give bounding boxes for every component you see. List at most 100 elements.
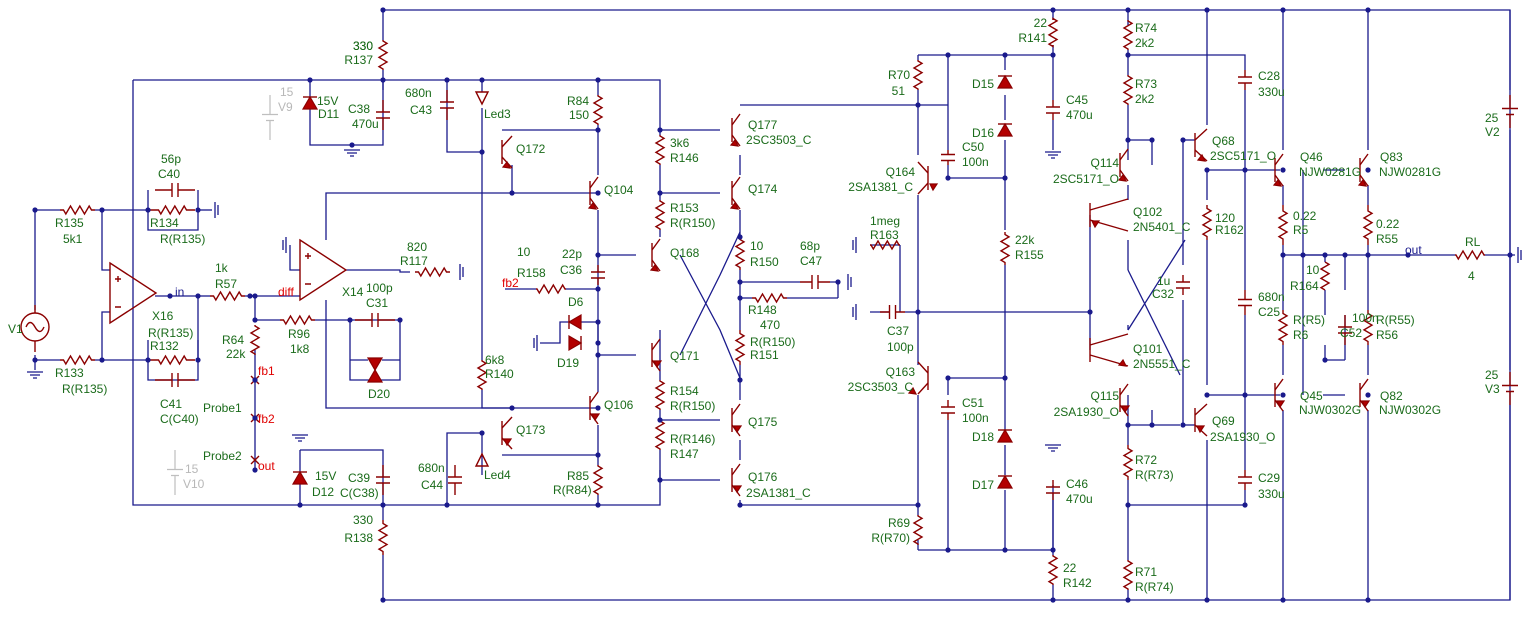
ref-label: R155 — [1015, 248, 1044, 262]
ground-symbol — [852, 237, 857, 253]
ref-label: R138 — [344, 531, 373, 545]
junction-dot — [1204, 7, 1210, 13]
value-label: R(R84) — [553, 483, 592, 497]
transistor-q101 — [1089, 333, 1129, 367]
junction-dot — [1507, 252, 1513, 258]
value-label: 10 — [1306, 263, 1320, 277]
value-label: 22k — [226, 347, 246, 361]
ref-label: Q101 — [1133, 342, 1163, 356]
junction-dot — [1002, 175, 1008, 181]
ref-label: Q82 — [1380, 389, 1403, 403]
value-label: 3k6 — [670, 136, 690, 150]
ref-label: R162 — [1215, 223, 1244, 237]
value-label: 100p — [366, 281, 393, 295]
ref-label: Q174 — [748, 182, 778, 196]
ref-label: V1 — [8, 322, 23, 336]
ref-label: R73 — [1135, 77, 1157, 91]
ref-label: C31 — [366, 296, 388, 310]
ref-label: R71 — [1135, 565, 1157, 579]
resistor-r140 — [476, 360, 488, 390]
ref-label: Q83 — [1380, 150, 1403, 164]
value-label: 2SC3503_C — [848, 380, 914, 394]
zener-diode-d11 — [301, 95, 319, 110]
ref-label: D15 — [972, 77, 994, 91]
value-label: R(R74) — [1135, 580, 1174, 594]
value-label: 68p — [800, 239, 820, 253]
ref-label: Q177 — [748, 118, 778, 132]
junction-dot — [1365, 597, 1371, 603]
value-label: C(C38) — [340, 486, 379, 500]
value-label: 6k8 — [485, 353, 505, 367]
ref-label: R85 — [567, 469, 589, 483]
value-label: 15 — [280, 85, 294, 99]
junction-dot — [380, 597, 386, 603]
battery-v10 — [167, 450, 183, 495]
transistor-q177 — [729, 113, 741, 147]
ref-label: C43 — [410, 103, 432, 117]
junction-dot — [595, 340, 601, 346]
transistor-q45 — [1274, 378, 1286, 412]
resistor-r85 — [592, 465, 604, 495]
value-label: 680n — [1258, 290, 1285, 304]
junction-dot — [915, 309, 921, 315]
ref-label: R133 — [55, 366, 84, 380]
resistor-r162 — [1201, 205, 1213, 240]
junction-dot — [1242, 392, 1248, 398]
ref-label: C28 — [1258, 69, 1280, 83]
value-label: 2k2 — [1135, 36, 1155, 50]
value-label: 470u — [352, 117, 379, 131]
ref-label: R137 — [344, 53, 373, 67]
junction-dot — [737, 502, 743, 508]
ref-label: R72 — [1135, 453, 1157, 467]
value-label: R(R73) — [1135, 468, 1174, 482]
ref-label: C36 — [560, 263, 582, 277]
capacitor-c46 — [1046, 480, 1060, 500]
ref-label: D19 — [557, 356, 579, 370]
ref-label: Q115 — [1091, 389, 1120, 403]
value-label: 2N5551_C — [1133, 357, 1191, 371]
junction-dot — [195, 207, 201, 213]
ref-label: Q164 — [886, 165, 916, 179]
wire — [325, 300, 598, 409]
ref-label: C44 — [421, 478, 443, 492]
ref-label: V9 — [278, 100, 293, 114]
junction-dot — [595, 286, 601, 292]
ref-label: Led4 — [484, 468, 511, 482]
transistor-q173 — [501, 416, 513, 450]
transistor-q164 — [917, 161, 939, 195]
value-label: 5k1 — [63, 232, 83, 246]
junction-dot — [1342, 252, 1348, 258]
diode-d15 — [996, 74, 1014, 89]
ref-label: D12 — [312, 485, 334, 499]
resistor-r134 — [150, 204, 195, 216]
ref-label: D18 — [972, 430, 994, 444]
value-label: NJW0281G — [1299, 165, 1361, 179]
capacitor-c29 — [1238, 470, 1252, 490]
ref-label: C29 — [1258, 471, 1280, 485]
value-label: NJW0302G — [1379, 403, 1441, 417]
resistor-r74 — [1122, 20, 1134, 50]
labels: R137330330R13833015V915V1015VD1115VD12C3… — [8, 16, 1500, 594]
ground-symbol — [344, 149, 360, 157]
resistor-r155 — [999, 232, 1011, 265]
junction-dot — [1125, 137, 1131, 143]
ref-label: Q114 — [1091, 156, 1120, 170]
junction-dot — [1087, 309, 1093, 315]
resistor-r64 — [249, 325, 261, 355]
resistor-r153 — [654, 200, 666, 230]
junction-dot — [595, 352, 601, 358]
junction-dot — [32, 357, 38, 363]
junction-dot — [657, 127, 663, 133]
junction-dot — [1125, 597, 1131, 603]
junction-dot — [1280, 167, 1286, 173]
ref-label: R6 — [1293, 328, 1309, 342]
resistor-r73 — [1122, 75, 1134, 105]
junction-dot — [1002, 52, 1008, 58]
value-label: 2SA1381_C — [746, 486, 811, 500]
transistor-q168 — [649, 238, 661, 272]
resistor-r137 — [377, 40, 389, 70]
wire — [481, 400, 512, 409]
ref-label: R135 — [55, 216, 84, 230]
resistor-r69 — [912, 515, 924, 545]
